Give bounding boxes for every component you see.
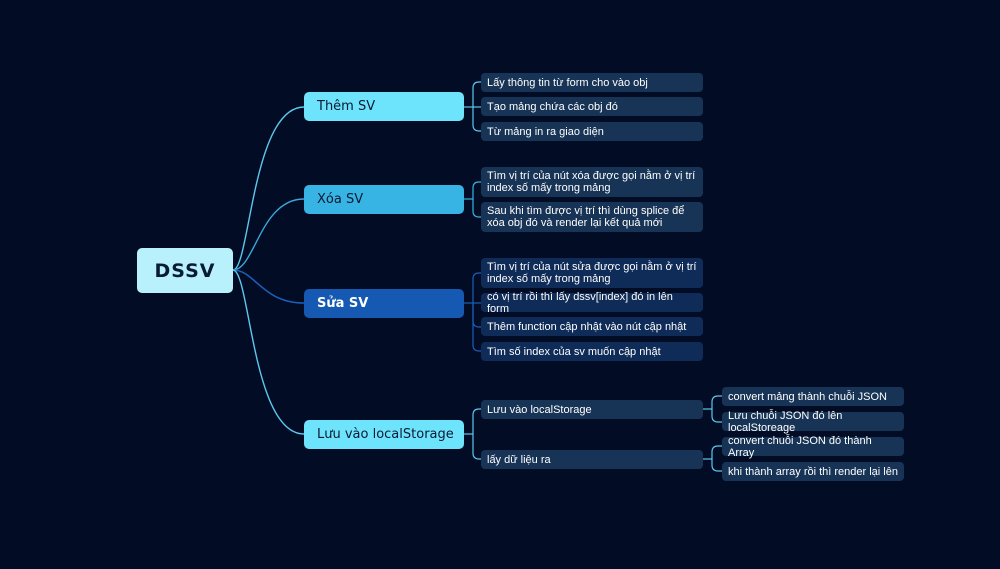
edges-luu [464,395,722,472]
leaf-them-3[interactable]: Từ mảng in ra giao diện [481,122,703,141]
edge-root-luu [232,269,305,435]
edge-root-sua [232,269,305,304]
branch-xoa-sv[interactable]: Xóa SV [304,185,464,214]
edges-them [464,81,482,132]
leaf-sua-3[interactable]: Thêm function cập nhật vào nút cập nhật [481,317,703,336]
leaf-luu-save[interactable]: Lưu vào localStorage [481,400,703,419]
subleaf-load-2[interactable]: khi thành array rồi thì render lại lên [722,462,904,481]
subleaf-save-2[interactable]: Lưu chuỗi JSON đó lên localStoreage [722,410,904,434]
root-node[interactable]: DSSV [137,248,233,293]
leaf-sua-2[interactable]: có vị trí rồi thì lấy dssv[index] đó in … [481,291,703,315]
edge-root-xoa [232,198,305,271]
branch-them-sv[interactable]: Thêm SV [304,92,464,121]
leaf-sua-4[interactable]: Tìm số index của sv muốn cập nhật [481,342,703,361]
leaf-them-1[interactable]: Lấy thông tin từ form cho vào obj [481,73,703,92]
edge-root-them [232,106,305,271]
leaf-luu-load[interactable]: lấy dữ liệu ra [481,450,703,469]
leaf-sua-1[interactable]: Tìm vị trí của nút sửa được gọi nằm ở vị… [481,258,703,288]
branch-sua-sv[interactable]: Sửa SV [304,289,464,318]
edges-xoa [464,181,482,218]
branch-luu-localstorage[interactable]: Lưu vào localStorage [304,420,464,449]
leaf-them-2[interactable]: Tạo mảng chứa các obj đó [481,97,703,116]
subleaf-load-1[interactable]: convert chuỗi JSON đó thành Array [722,435,904,459]
leaf-xoa-1[interactable]: Tìm vị trí của nút xóa được gọi nằm ở vị… [481,167,703,197]
leaf-xoa-2[interactable]: Sau khi tìm được vị trí thì dùng splice … [481,202,703,232]
subleaf-save-1[interactable]: convert mảng thành chuỗi JSON [722,387,904,406]
edges-sua [464,272,482,352]
